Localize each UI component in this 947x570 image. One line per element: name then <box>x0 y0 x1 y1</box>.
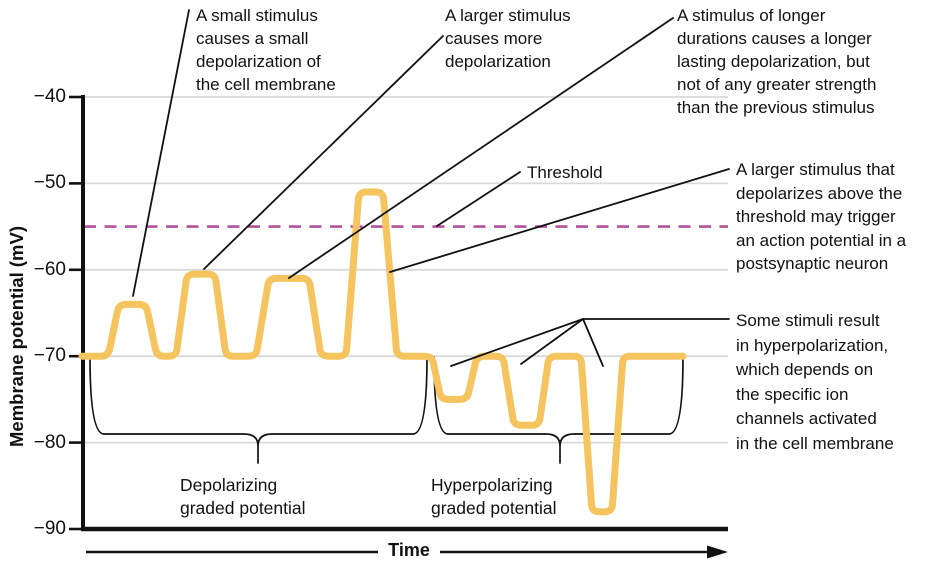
leader-lines <box>132 9 730 367</box>
leader-above-threshold <box>389 168 730 273</box>
leader-small-stimulus <box>132 9 190 297</box>
time-arrow <box>86 545 728 559</box>
y-tick-label: −80 <box>33 431 66 453</box>
y-tick-label: −50 <box>33 172 66 194</box>
y-axis-title: Membrane potential (mV) <box>6 226 27 447</box>
label-hyperpolarizing-region: Hyperpolarizing graded potential <box>431 475 557 518</box>
leader-larger-stimulus <box>203 35 444 270</box>
leader-longer-duration <box>288 17 674 279</box>
y-axis-ticks <box>69 95 83 531</box>
annotation-longer-duration: A stimulus of longer durations causes a … <box>677 6 877 117</box>
y-tick-label: −40 <box>33 86 66 107</box>
leader-hyperpolarization-fan-1 <box>450 318 584 367</box>
y-tick-label: −60 <box>33 258 66 280</box>
membrane-potential-curve <box>78 188 687 516</box>
label-depolarizing-region: Depolarizing graded potential <box>180 475 306 518</box>
leader-hyperpolarization-fan-2 <box>520 318 584 365</box>
region-braces <box>89 356 684 464</box>
y-tick-label: −90 <box>33 518 66 539</box>
gridlines <box>82 96 728 444</box>
depolarizing-brace <box>89 356 428 447</box>
annotation-small-stimulus: A small stimulus causes a small depolari… <box>196 6 336 94</box>
leader-hyperpolarization-fan-3 <box>582 318 604 367</box>
leader-threshold <box>436 171 521 227</box>
membrane-potential-trace <box>78 188 687 516</box>
x-axis-title: Time <box>388 540 430 560</box>
y-tick-label: −70 <box>33 345 66 367</box>
annotation-larger-stimulus: A larger stimulus causes more depolariza… <box>445 6 571 71</box>
annotation-hyperpolarization: Some stimuli result in hyperpolarization… <box>736 311 894 453</box>
time-arrow-head-icon <box>707 545 728 559</box>
annotation-threshold: Threshold <box>527 163 603 182</box>
annotation-above-threshold: A larger stimulus that depolarizes above… <box>736 160 907 273</box>
